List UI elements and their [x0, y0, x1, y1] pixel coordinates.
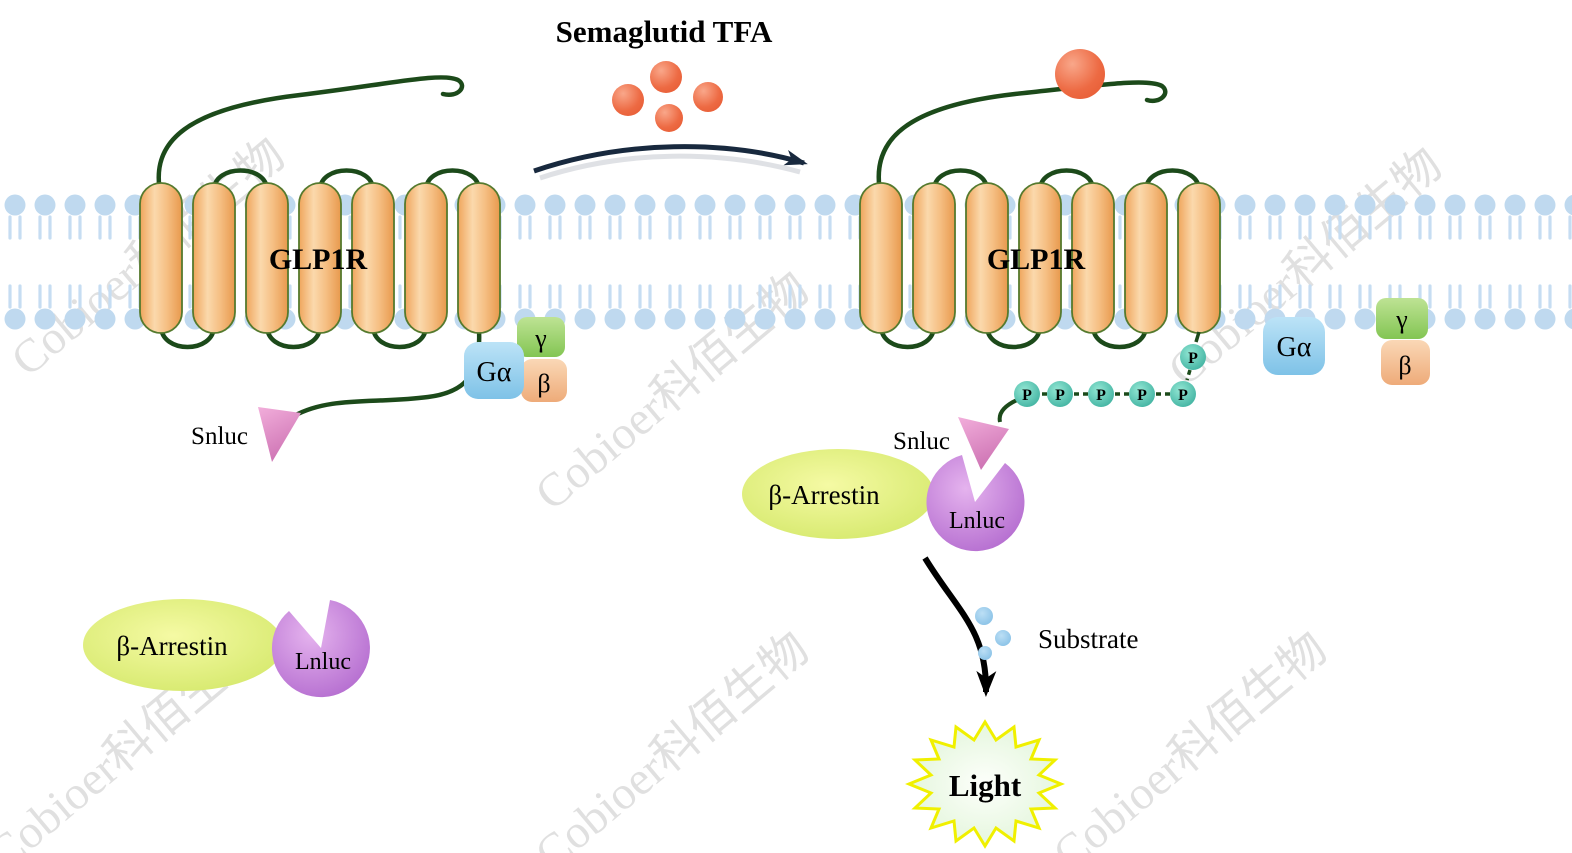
g-alpha-subunit	[1263, 317, 1325, 375]
phospho-label: P	[1096, 387, 1106, 404]
phospho-site	[1170, 381, 1196, 407]
catalysis-arrow	[922, 556, 997, 697]
receptor-inactive: GLP1R	[139, 75, 501, 419]
substrate-molecule	[995, 630, 1011, 646]
activation-arrow	[533, 144, 808, 174]
tm-helix	[1177, 182, 1221, 334]
g-beta-label: β	[1398, 351, 1411, 380]
snluc-tag-inactive: Snluc	[191, 407, 301, 462]
arrestin-label: β-Arrestin	[768, 480, 880, 510]
g-alpha-label: Gα	[477, 357, 512, 388]
snluc-wedge	[958, 417, 1009, 470]
tm-helix	[859, 182, 903, 334]
arrestin-complex-inactive: β-Arrestin Lnluc	[83, 599, 370, 698]
intracellular-loop	[878, 325, 937, 350]
tm-helix	[139, 182, 183, 334]
phospho-chain: P P P P P P	[997, 331, 1206, 423]
phospho-linker	[997, 398, 1018, 423]
bound-ligand	[1055, 49, 1105, 99]
intracellular-loop	[1090, 325, 1149, 350]
tm-helix	[457, 182, 501, 334]
lnluc-label: Lnluc	[295, 649, 351, 675]
arrestin-complex-active: β-Arrestin Lnluc Snluc	[742, 417, 1025, 552]
tm-helix	[965, 182, 1009, 334]
phospho-label: P	[1137, 387, 1147, 404]
phospho-label: P	[1055, 387, 1065, 404]
phospho-label: P	[1022, 387, 1032, 404]
light-label: Light	[949, 768, 1022, 803]
ligand-molecule	[612, 84, 644, 116]
light-burst: Light	[905, 719, 1065, 849]
tm-helix	[192, 182, 236, 334]
g-gamma-subunit	[1376, 298, 1428, 339]
tm-helix	[1124, 182, 1168, 334]
lnluc-pacman	[926, 455, 1025, 552]
substrate-molecule	[978, 646, 992, 660]
arrestin-label: β-Arrestin	[116, 631, 228, 661]
starburst-shape	[905, 719, 1065, 849]
tm-helix	[351, 182, 395, 334]
snluc-wedge	[258, 407, 301, 462]
arrow-shadow	[539, 153, 801, 181]
substrate-molecule	[975, 607, 993, 625]
ligand-molecule	[650, 61, 682, 93]
g-alpha-label: Gα	[1277, 332, 1312, 363]
watermark-text: Cobioer科佰生物	[526, 622, 819, 853]
phospho-site	[1047, 381, 1073, 407]
watermark-text: Cobioer科佰生物	[1044, 622, 1337, 853]
g-gamma-label: γ	[1395, 305, 1408, 334]
tm-helix	[912, 182, 956, 334]
tm-helix	[1071, 182, 1115, 334]
n-terminus-loop	[156, 75, 465, 199]
receptor-active: GLP1R	[859, 49, 1221, 350]
receptor-label: GLP1R	[269, 243, 368, 276]
g-alpha-subunit	[464, 342, 524, 399]
g-beta-subunit	[1381, 340, 1430, 385]
phospho-linker	[1185, 369, 1192, 381]
ligand-molecule	[693, 82, 723, 112]
intracellular-loop	[984, 325, 1043, 350]
ligand-cluster	[612, 61, 723, 132]
figure-title: Semaglutid TFA	[556, 14, 773, 49]
beta-arrestin-body	[742, 449, 934, 539]
phospho-site	[1129, 381, 1155, 407]
intracellular-loop	[158, 325, 217, 350]
lnluc-label: Lnluc	[949, 508, 1005, 534]
phospho-label: P	[1188, 350, 1198, 367]
snluc-label: Snluc	[893, 428, 950, 455]
phospho-label: P	[1178, 387, 1188, 404]
lnluc-pacman	[271, 600, 370, 698]
phospho-site	[1014, 381, 1040, 407]
tm-helix	[1018, 182, 1062, 334]
g-protein-inactive: γ β Gα	[464, 317, 567, 402]
g-beta-label: β	[537, 369, 550, 398]
ligand-molecule	[655, 104, 683, 132]
substrate-label: Substrate	[1038, 624, 1139, 654]
g-gamma-label: γ	[534, 324, 547, 353]
beta-arrestin-body	[83, 599, 283, 691]
phospho-site	[1180, 344, 1206, 370]
substrate: Substrate	[975, 607, 1139, 660]
intracellular-loop	[264, 325, 323, 350]
g-beta-subunit	[521, 359, 567, 402]
tm-helix	[245, 182, 289, 334]
phospho-site	[1088, 381, 1114, 407]
g-gamma-subunit	[517, 317, 565, 357]
receptor-label: GLP1R	[987, 243, 1086, 276]
intracellular-loop	[370, 325, 429, 350]
tm-helix	[298, 182, 342, 334]
phospho-linker	[1194, 331, 1201, 343]
tm-helix	[404, 182, 448, 334]
g-protein-dissociated: Gα γ β	[1263, 298, 1430, 385]
n-terminus-loop	[876, 80, 1168, 199]
snluc-label: Snluc	[191, 423, 248, 450]
